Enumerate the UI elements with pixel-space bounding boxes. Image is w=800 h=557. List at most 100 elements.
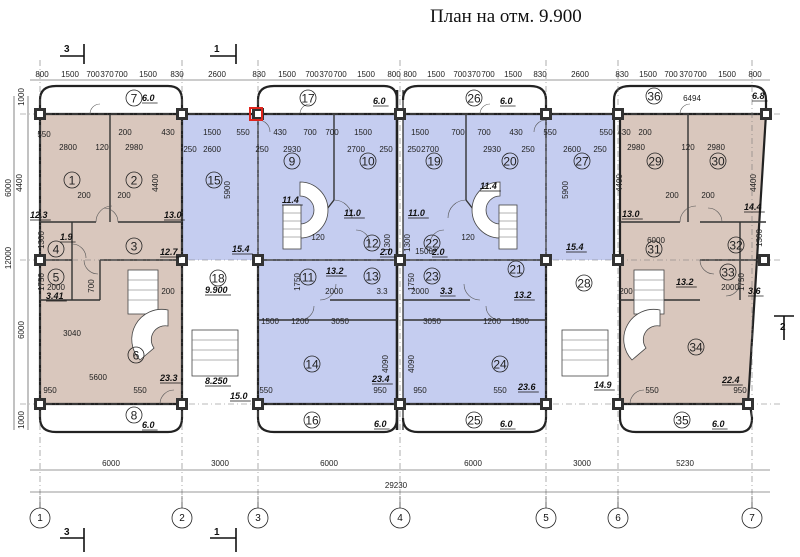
inner-dimension-label: 4400 [151,174,160,192]
room-circle [303,411,321,429]
inner-dimension-label: 1200 [483,317,501,326]
axis-circle [389,507,411,529]
room-number: 11 [302,271,315,285]
room-circle [299,89,317,107]
axis-number: 5 [543,513,549,524]
axis-spacing-label: 3000 [573,459,591,468]
inner-dimension-label: 250 [255,145,269,154]
inner-dimension-label: 550 [259,386,273,395]
room-number: 1 [69,174,76,188]
room-circle [687,338,705,356]
top-dimension-label: 700 [114,70,128,79]
axis-number: 7 [749,513,755,524]
inner-dimension-label: 250 [521,145,535,154]
area-label: 2.0 [379,247,393,257]
area-label: 6.0 [712,419,725,429]
top-dimension-label: 700 [664,70,678,79]
area-label: 9.900 [205,285,228,295]
inner-dimension-label: 2700 [421,145,439,154]
left-dimension-label: 6000 [4,179,13,197]
room-circle [423,267,441,285]
inner-dimension-label: 4400 [615,174,624,192]
room-number: 4 [53,243,60,257]
area-label: 6.8 [752,91,765,101]
room-circle [727,236,745,254]
room-number: 16 [305,414,319,428]
area-label: 11.4 [480,181,497,191]
room-circle [719,263,737,281]
inner-dimension-label: 200 [118,128,132,137]
room-number: 2 [131,174,138,188]
area-label: 15.4 [566,242,584,252]
top-dimension-label: 2600 [571,70,589,79]
inner-dimension-label: 250 [379,145,393,154]
inner-dimension-label: 5900 [223,181,232,199]
section-cut-markers [60,44,794,552]
axis-circle [607,507,629,529]
area-label: 12.3 [30,210,48,220]
room-33: 33 [719,263,737,281]
room-circle [507,260,525,278]
inner-dimension-label: 430 [509,128,523,137]
top-dimension-label: 700 [453,70,467,79]
inner-dimension-label: 200 [161,287,175,296]
stair-treads [128,212,664,361]
room-circle [47,268,65,286]
room-number: 25 [467,414,481,428]
inner-dimension-label: 200 [701,191,715,200]
room-number: 10 [361,155,375,169]
room-number: 21 [509,263,523,277]
area-label: 14.4 [744,202,762,212]
room-32: 32 [727,236,745,254]
room-number: 31 [647,243,661,257]
room-2: 2 [125,171,143,189]
room-circle [127,346,145,364]
room-circle [205,171,223,189]
top-dimension-label: 1500 [61,70,79,79]
inner-dimension-label: 120 [311,233,325,242]
room-number: 18 [211,272,225,286]
area-label: 11.0 [408,208,425,218]
inner-dimension-label: 2800 [59,143,77,152]
room-21: 21 [507,260,525,278]
room-number: 30 [711,155,725,169]
room-number: 36 [647,90,661,104]
inner-dimension-label: 1300 [403,234,412,252]
room-10: 10 [359,152,377,170]
top-dimension-label: 830 [170,70,184,79]
axis-spacing-label: 5230 [676,459,694,468]
top-dimension-label: 1500 [139,70,157,79]
room-26: 26 [465,89,483,107]
inner-dimension-label: 700 [303,128,317,137]
inner-dimension-label: 5600 [89,373,107,382]
inner-dimension-label: 550 [493,386,507,395]
area-label: 11.0 [344,208,361,218]
room-number: 28 [577,277,591,291]
area-label: 6.0 [373,96,386,106]
room-number: 19 [427,155,441,169]
section-label: 1 [214,527,220,538]
highlight-marker [249,107,263,121]
inner-dimension-label: 1300 [37,231,46,249]
room-circle [645,240,663,258]
left-dimension-label: 1000 [17,411,26,429]
top-dimension-label: 370 [100,70,114,79]
section-label: 3 [64,44,70,55]
axis-number: 1 [37,513,43,524]
inner-dimension-label: 550 [236,128,250,137]
room-number: 6 [133,349,140,363]
page-title: План на отм. 9.900 [430,6,582,27]
room-8: 8 [125,406,143,424]
inner-dimension-label: 200 [77,191,91,200]
room-28: 28 [575,274,593,292]
room-circle [501,152,519,170]
axis-marker-3: 3 [247,496,269,529]
inner-dimension-label: 430 [273,128,287,137]
area-label: 23.3 [159,373,178,383]
inner-dimension-label: 550 [543,128,557,137]
room-6: 6 [127,346,145,364]
inner-dimension-label: 3.3 [376,287,388,296]
axis-marker-2: 2 [171,496,193,529]
room-18: 18 [209,269,227,287]
inner-dimension-label: 950 [373,386,387,395]
